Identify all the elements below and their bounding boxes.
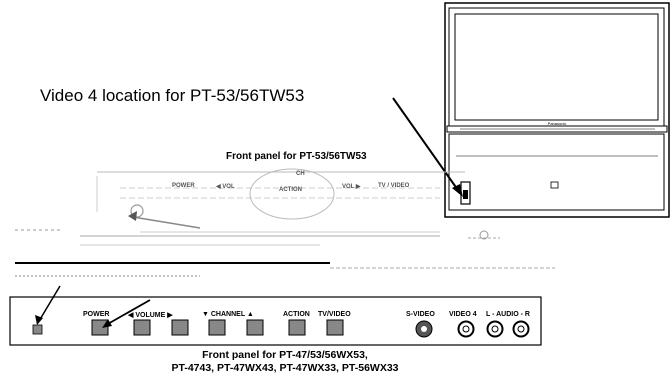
s-video-label: S-VIDEO	[406, 311, 435, 318]
lower-front-panel	[9, 285, 542, 346]
lower-channel-label: ▼ CHANNEL ▲	[202, 311, 254, 318]
video4-location-callout: Video 4 location for PT-53/56TW53	[40, 86, 305, 105]
channel-down-button	[208, 319, 226, 336]
lower-panel-caption-line1: Front panel for PT-47/53/56WX53,	[202, 349, 368, 361]
tv-video-button	[326, 319, 344, 336]
callout-arrow	[392, 97, 463, 197]
upper-ch-label: CH	[296, 171, 305, 177]
lower-panel-caption-line2: PT-4743, PT-47WX43, PT-47WX33, PT-56WX33	[171, 362, 399, 374]
volume-up-button	[171, 319, 189, 336]
lower-panel-caption: Front panel for PT-47/53/56WX53, PT-4743…	[150, 349, 420, 375]
upper-panel-caption: Front panel for PT-53/56TW53	[226, 151, 367, 162]
tv-set	[444, 2, 670, 218]
lower-action-label: ACTION	[283, 311, 310, 318]
lower-volume-label: ◀ VOLUME ▶	[128, 312, 173, 319]
lower-power-label: POWER	[83, 311, 110, 318]
lower-tv-video-label: TV/VIDEO	[318, 311, 351, 318]
upper-action-label: ACTION	[279, 187, 302, 193]
audio-label: L - AUDIO - R	[486, 311, 530, 318]
upper-vol-right-label: VOL ▶	[342, 184, 361, 190]
power-indicator-light	[32, 324, 43, 335]
upper-tv-video-label: TV / VIDEO	[378, 183, 410, 189]
upper-power-label: POWER	[172, 183, 195, 189]
action-button	[288, 319, 306, 336]
channel-up-button	[246, 319, 264, 336]
video4-label: VIDEO 4	[449, 311, 477, 318]
upper-front-panel	[15, 168, 555, 277]
lower-power-button	[91, 319, 109, 336]
upper-vol-left-label: ◀ VOL	[216, 184, 235, 190]
tv-brand-logo: Panasonic	[548, 121, 567, 126]
volume-down-button	[133, 319, 151, 336]
